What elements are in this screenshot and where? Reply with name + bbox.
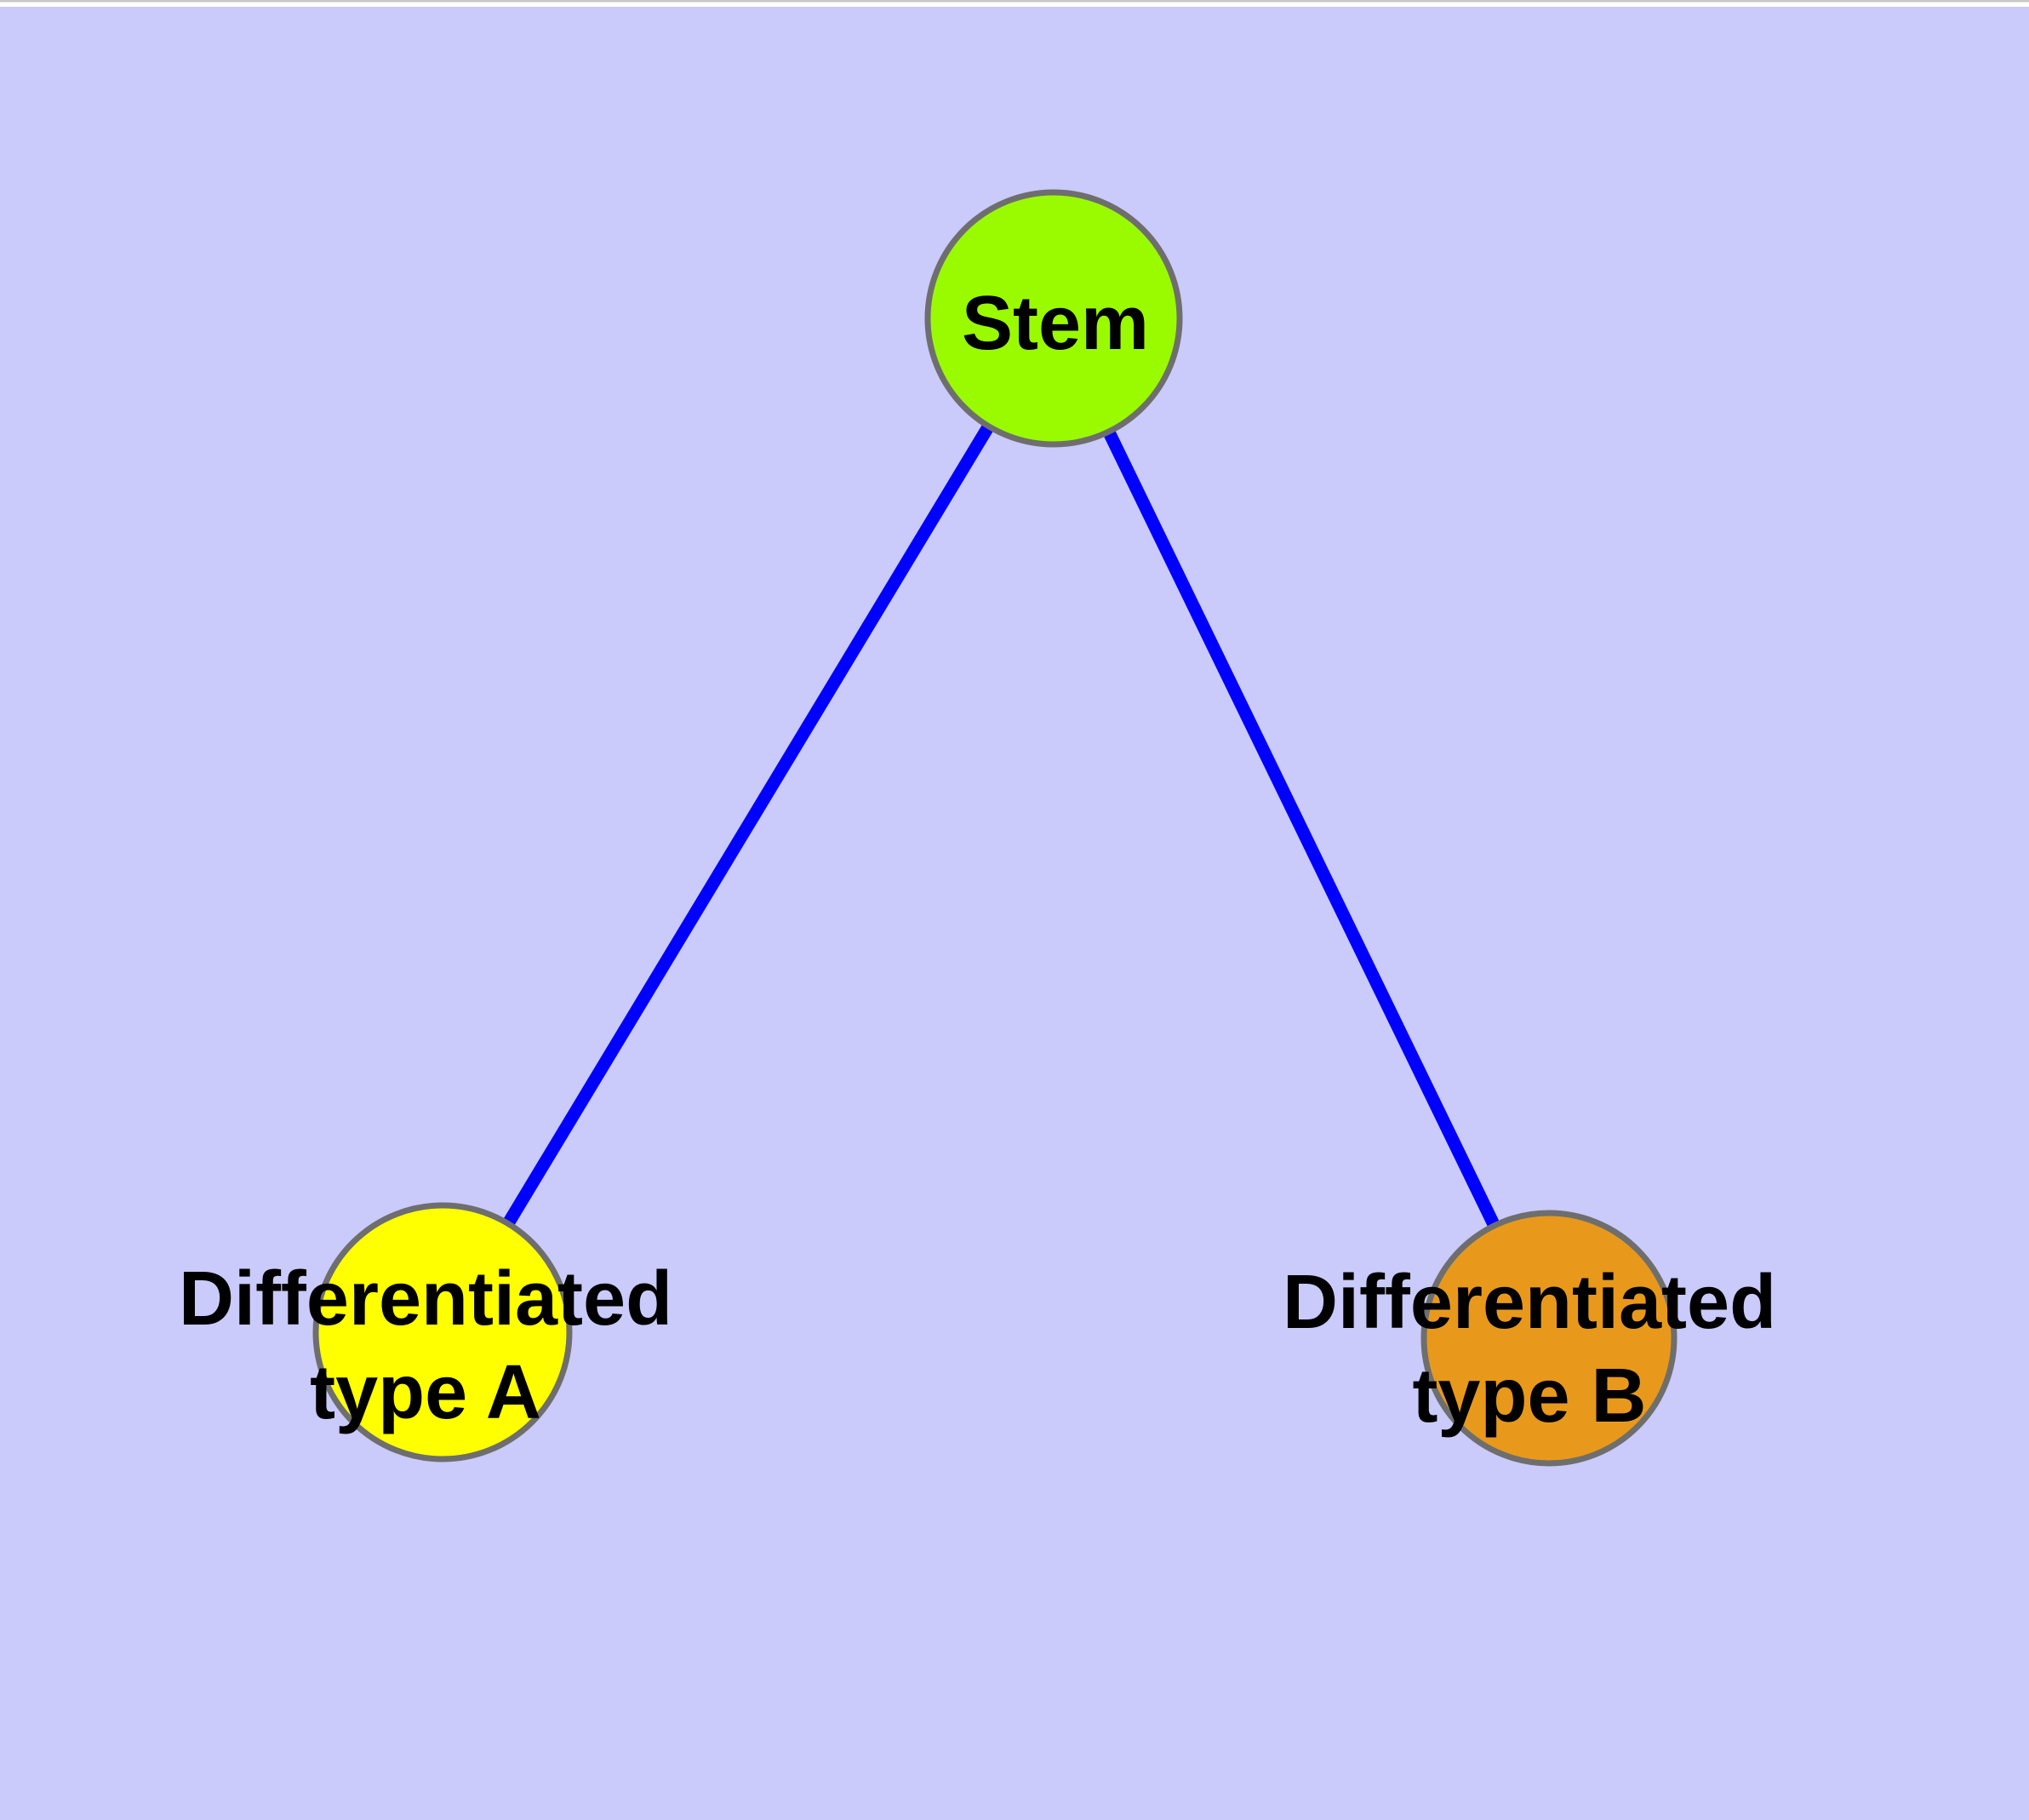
differentiated-type-b-node-circle (1420, 1210, 1677, 1467)
stem-node-circle (924, 189, 1183, 448)
stem-node-label: Stem (961, 281, 1150, 366)
edge-stem-to-type-b (1048, 315, 1555, 1342)
differentiated-type-a-node-label: Differentiated type A (178, 1256, 673, 1435)
edge-stem-to-type-a (437, 315, 1060, 1336)
differentiated-type-a-node-circle (312, 1202, 573, 1462)
differentiated-type-b-node-label: Differentiated type B (1282, 1260, 1777, 1439)
